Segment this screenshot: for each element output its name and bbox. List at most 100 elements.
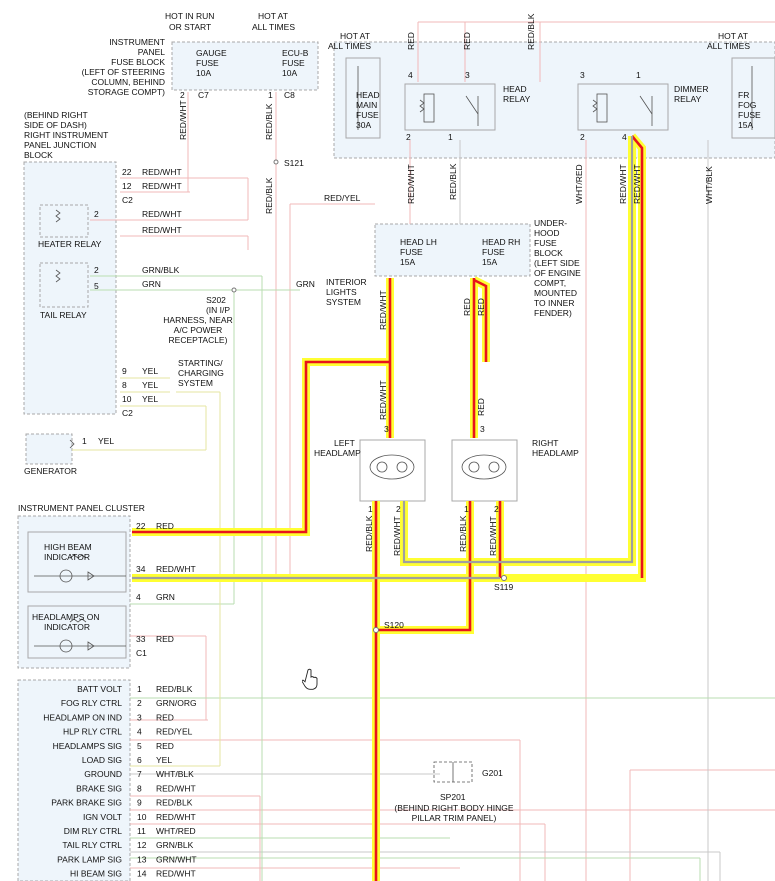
wire-label-red-22: RED [156, 521, 174, 531]
cluster-pin-34: 34 [136, 564, 146, 574]
starting-system-label-2: CHARGING [178, 368, 224, 378]
module-pin-label: HEADLAMPS SIG [53, 741, 122, 751]
wire-label-red-wht-c7: RED/WHT [178, 100, 188, 140]
ip-fuse-block-desc-2: PANEL [138, 47, 166, 57]
underhood-desc-7: COMPT, [534, 278, 566, 288]
module-pin-wire: RED/WHT [156, 783, 196, 793]
wire-label-red-blk-top: RED/BLK [526, 13, 536, 50]
right-headlamp-pin-3: 3 [480, 424, 485, 434]
module-pin-wire: RED/YEL [156, 727, 193, 737]
module-pin-wire: RED/WHT [156, 869, 196, 879]
module-pin-wire: WHT/BLK [156, 769, 194, 779]
module-pin-label: HLP RLY CTRL [63, 727, 122, 737]
module-pin-label: GROUND [84, 769, 122, 779]
wire-label-red-wht-34: RED/WHT [156, 564, 196, 574]
splice-s120-dot [373, 627, 379, 633]
ground-g201-label: G201 [482, 768, 503, 778]
or-start-label: OR START [169, 22, 211, 32]
cluster-connector-c1: C1 [136, 648, 147, 658]
module-pin-number: 2 [137, 698, 142, 708]
module-pin-number: 13 [137, 854, 147, 864]
heater-relay-label: HEATER RELAY [38, 239, 102, 249]
splice-s121-label: S121 [284, 158, 304, 168]
underhood-desc-6: OF ENGINE [534, 268, 581, 278]
head-main-fuse-rating: 30A [356, 120, 371, 130]
ip-fuse-block-desc-5: COLUMN, BEHIND [91, 77, 165, 87]
rjb-pin-10: 10 [122, 394, 132, 404]
pin-c7-2: 2 [180, 90, 185, 100]
module-pin-label: DIM RLY CTRL [64, 826, 123, 836]
ip-fuse-block-desc-3: FUSE BLOCK [111, 57, 165, 67]
right-headlamp-label-2: HEADLAMP [532, 448, 579, 458]
dimmer-relay-pin-4: 4 [622, 132, 627, 142]
left-headlamp-label-2: HEADLAMP [314, 448, 361, 458]
splice-s202-desc-2: HARNESS, NEAR [163, 315, 232, 325]
head-relay-pin-3: 3 [465, 70, 470, 80]
high-beam-label-2: INDICATOR [44, 552, 90, 562]
module-pin-wire: GRN/BLK [156, 840, 194, 850]
wire-label-red-wht-lh-bottom: RED/WHT [392, 516, 402, 556]
module-pin-number: 9 [137, 798, 142, 808]
splice-s202-desc-4: RECEPTACLE) [169, 335, 228, 345]
module-pin-wire: RED/BLK [156, 798, 193, 808]
wire-label-red-blk-rh-bottom: RED/BLK [458, 515, 468, 552]
module-pin-number: 4 [137, 727, 142, 737]
wire-label-red-yel: RED/YEL [324, 193, 361, 203]
rjb-connector-c2-bottom: C2 [122, 408, 133, 418]
fr-fog-fuse-box [731, 57, 775, 139]
tail-relay-label: TAIL RELAY [40, 310, 87, 320]
splice-s202-label: S202 [206, 295, 226, 305]
left-headlamp-box [359, 439, 426, 502]
right-headlamp-pin-2: 2 [494, 504, 499, 514]
heater-relay-box [39, 204, 89, 238]
pin-c8-1: 1 [268, 90, 273, 100]
head-rh-fuse-rating: 15A [482, 257, 497, 267]
bottom-module-box [17, 679, 131, 881]
underhood-desc-8: MOUNTED [534, 288, 577, 298]
all-times-label-1: ALL TIMES [252, 22, 295, 32]
module-pin-label: PARK BRAKE SIG [51, 798, 122, 808]
tail-relay-pin-5: 5 [94, 281, 99, 291]
generator-wire-yel: YEL [98, 436, 114, 446]
wire-label-red-blk-lh-bottom: RED/BLK [364, 515, 374, 552]
head-relay-label-2: RELAY [503, 94, 531, 104]
rjb-pin-22: 22 [122, 167, 132, 177]
wire-label-grn-tail: GRN [142, 279, 161, 289]
all-times-label-3: ALL TIMES [707, 41, 750, 51]
head-main-fuse-label-1: HEAD [356, 90, 380, 100]
high-beam-indicator-box [27, 531, 127, 593]
head-relay-pin-1: 1 [448, 132, 453, 142]
wire-label-grn-interior: GRN [296, 279, 315, 289]
module-pin-wire: WHT/RED [156, 826, 196, 836]
cluster-pin-4: 4 [136, 592, 141, 602]
splice-sp201-desc-1: (BEHIND RIGHT BODY HINGE [394, 803, 514, 813]
module-pin-number: 7 [137, 769, 142, 779]
splice-s119-dot [501, 575, 507, 581]
head-lh-fuse-label-2: FUSE [400, 247, 423, 257]
underhood-desc-5: (LEFT SIDE [534, 258, 580, 268]
ecub-fuse-label: ECU-B [282, 48, 309, 58]
ip-fuse-block-box [171, 41, 319, 91]
splice-s121-dot [273, 159, 279, 165]
connector-c8: C8 [284, 90, 295, 100]
rjb-desc-3: RIGHT INSTRUMENT [24, 130, 108, 140]
splice-s119-label: S119 [494, 582, 513, 592]
head-lh-fuse-rating: 15A [400, 257, 415, 267]
wire-label-red-wht-rh-bottom: RED/WHT [488, 516, 498, 556]
ip-fuse-block-desc-4: (LEFT OF STEERING [82, 67, 165, 77]
wire-label-red-blk-s121: RED/BLK [264, 177, 274, 214]
splice-s202-desc-3: A/C POWER [174, 325, 223, 335]
module-pin-label: BATT VOLT [77, 684, 122, 694]
dimmer-relay-label-1: DIMMER [674, 84, 708, 94]
dimmer-relay-box [577, 83, 669, 131]
ip-fuse-block-desc-6: STORAGE COMPT) [88, 87, 165, 97]
headlamps-on-label-2: INDICATOR [44, 622, 90, 632]
wire-label-red-wht-lh-2: RED/WHT [378, 380, 388, 420]
underhood-desc-4: BLOCK [534, 248, 563, 258]
head-rh-fuse-label-1: HEAD RH [482, 237, 520, 247]
hot-in-run-label: HOT IN RUN [165, 11, 214, 21]
gauge-fuse-rating: 10A [196, 68, 211, 78]
generator-pin-1: 1 [82, 436, 87, 446]
rjb-desc-4: PANEL JUNCTION [24, 140, 96, 150]
